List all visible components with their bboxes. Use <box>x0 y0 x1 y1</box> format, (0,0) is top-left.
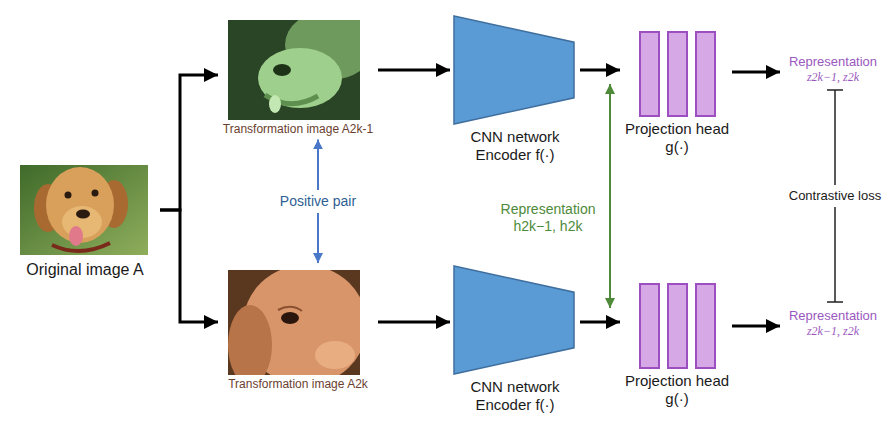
connector-line <box>580 69 620 72</box>
connector-line <box>580 321 620 324</box>
augmented-photo <box>228 20 360 120</box>
connector <box>580 70 620 71</box>
projection-head: Projection head g(·) <box>622 30 732 156</box>
connector <box>580 322 620 323</box>
representation-arrow <box>609 84 611 308</box>
connector-line <box>732 71 780 74</box>
representation-text: z2k−1, z2k <box>807 70 859 84</box>
encoder-shape <box>450 262 580 378</box>
connector-line <box>378 321 450 324</box>
layer-bar <box>640 32 659 116</box>
edge-label: Contrastive loss <box>787 185 883 207</box>
representation-text: Representation <box>789 54 877 70</box>
connector-line <box>160 210 218 322</box>
connector <box>732 72 780 73</box>
encoder-trapezoid: CNN network Encoder f(·) <box>450 262 580 414</box>
node-caption: Original image A <box>26 260 143 279</box>
node-caption: Projection head g(·) <box>622 372 732 408</box>
image-node: Transformation image A2k <box>218 266 378 391</box>
encoder-trapezoid <box>454 266 574 374</box>
connector <box>160 210 218 322</box>
layer-bar <box>696 284 715 368</box>
augmented-photo <box>228 270 360 375</box>
connector <box>732 326 780 327</box>
image-node: Original image A <box>10 160 160 279</box>
layer-bar <box>640 284 659 368</box>
connector-line <box>378 69 450 72</box>
encoder-trapezoid <box>454 16 574 124</box>
encoder-shape <box>450 12 580 128</box>
connector <box>378 322 450 323</box>
projection-head: Projection head g(·) <box>622 282 732 408</box>
representation-node: Representationz2k−1, z2k <box>780 54 886 84</box>
connector <box>378 70 450 71</box>
layer-bar <box>696 32 715 116</box>
node-caption: CNN network Encoder f(·) <box>450 378 580 414</box>
node-caption: CNN network Encoder f(·) <box>450 128 580 164</box>
node-caption: Transformation image A2k <box>228 377 368 391</box>
representation-node: Representationz2k−1, z2k <box>780 308 886 338</box>
dog-photo <box>20 165 148 255</box>
node-caption: Transformation image A2k-1 <box>223 122 373 136</box>
layer-bar <box>668 32 687 116</box>
head-shape <box>622 30 732 120</box>
representation-text: z2k−1, z2k <box>807 324 859 338</box>
connector <box>160 75 218 210</box>
encoder-trapezoid: CNN network Encoder f(·) <box>450 12 580 164</box>
head-shape <box>622 282 732 372</box>
layer-bar <box>668 284 687 368</box>
edge-label: Positive pair <box>278 190 358 213</box>
connector-line <box>732 325 780 328</box>
representation-label: Representation h2k−1, h2k <box>493 201 603 235</box>
image-node: Transformation image A2k-1 <box>218 16 378 136</box>
node-caption: Projection head g(·) <box>622 120 732 156</box>
representation-text: Representation <box>789 308 877 324</box>
connector-line <box>160 75 218 210</box>
